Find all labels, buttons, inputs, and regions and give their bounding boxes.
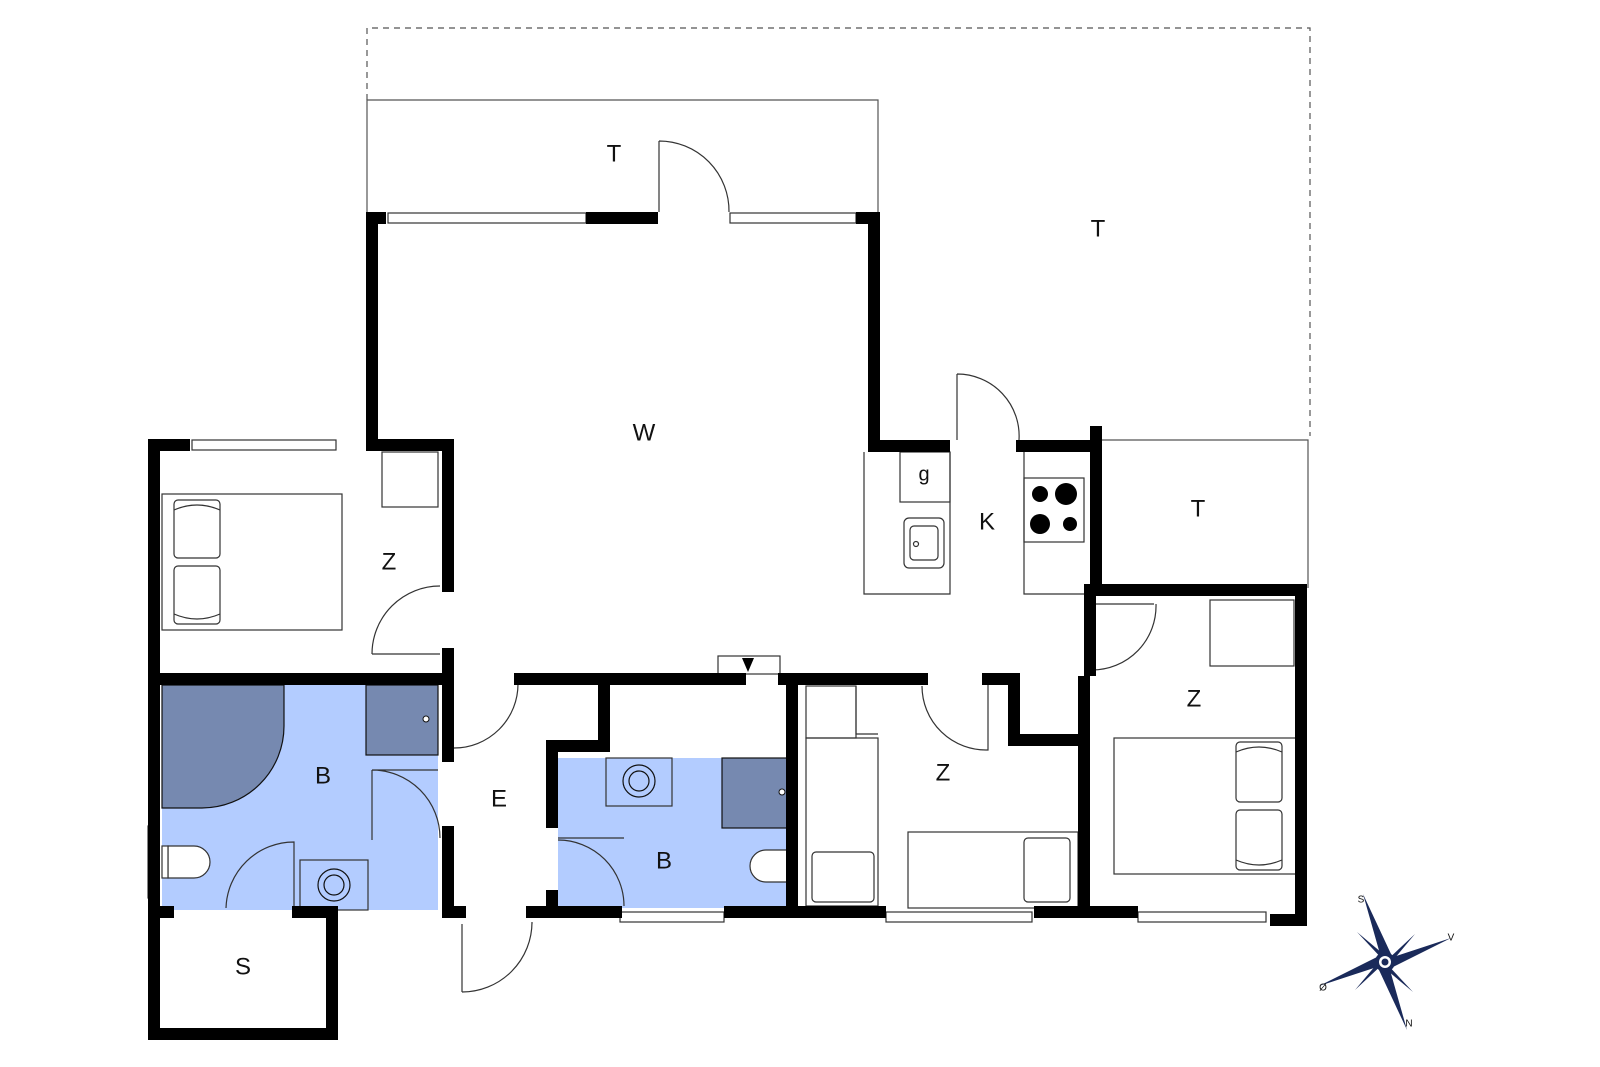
bed-middle-single (811, 831, 1079, 909)
terrace-outlines (366, 27, 1311, 588)
toilet-icon (161, 845, 797, 883)
room-label-terrace-east: T (1091, 215, 1106, 242)
fireplace (717, 655, 781, 675)
compass-label-s: S (1358, 895, 1365, 906)
compass-label-v: V (1448, 933, 1455, 944)
stove-icon (1023, 477, 1085, 543)
door-swing-bath-small (557, 837, 625, 907)
room-label-entrance: E (491, 785, 507, 812)
compass-rose-icon: S V Ø N (1319, 894, 1455, 1030)
door-swing-bedroom-west (371, 585, 441, 655)
door-swing-shower-large (225, 841, 295, 909)
terrace-east-dashed-outline (366, 27, 1311, 436)
sink-icon (903, 517, 945, 569)
compass-label-n: N (1405, 1019, 1412, 1030)
room-label-living: W (633, 419, 656, 446)
fireplace-arrow-icon (742, 658, 754, 672)
room-label-bathroom-small: B (656, 847, 672, 874)
wall-living-north (366, 212, 386, 451)
bathroom-fills (161, 684, 793, 910)
door-swing-bath-large (371, 769, 441, 840)
drain-icon (778, 788, 786, 796)
room-label-storage: S (235, 953, 251, 980)
door-swing-terrace-north (658, 140, 730, 213)
washbasin-bowls (317, 764, 656, 902)
bed-east (1113, 737, 1297, 875)
door-swing-kitchen (956, 373, 1020, 441)
drain-icon (422, 715, 430, 723)
terrace-north-outline (366, 99, 879, 212)
compass-label-o: Ø (1319, 983, 1327, 994)
closet-bedroom-west (381, 451, 439, 508)
closet-bedroom-east (1209, 599, 1295, 667)
kitchen-counter (863, 452, 951, 595)
wardrobe-middle (805, 685, 857, 739)
door-swing-entrance (461, 921, 533, 993)
room-label-kitchen-cabinet: g (918, 463, 929, 485)
room-label-bathroom-large: B (315, 762, 331, 789)
door-swing-bedroom-east (1091, 603, 1157, 671)
shower-large (161, 684, 285, 809)
room-label-bedroom-middle: Z (936, 759, 951, 786)
walls (148, 212, 1307, 1040)
wall-west-bedroom (366, 439, 454, 592)
room-label-kitchen: K (979, 508, 995, 535)
room-label-terrace-small: T (1191, 495, 1206, 522)
room-labels: T T T W Z K g Z Z B B E S (235, 140, 1206, 980)
room-label-bedroom-west: Z (382, 548, 397, 575)
room-label-terrace-north: T (607, 140, 622, 167)
terrace-small-outline (1094, 439, 1309, 588)
dresser-middle (805, 737, 879, 907)
door-swing-bedroom-middle (921, 684, 989, 751)
stove-burners (1030, 483, 1077, 534)
door-swing-hall (452, 683, 519, 749)
washbasin-small (605, 757, 673, 807)
bed-west (161, 493, 343, 631)
door-swing-bedroom-middle-2 (855, 686, 878, 735)
room-label-bedroom-east: Z (1187, 685, 1202, 712)
